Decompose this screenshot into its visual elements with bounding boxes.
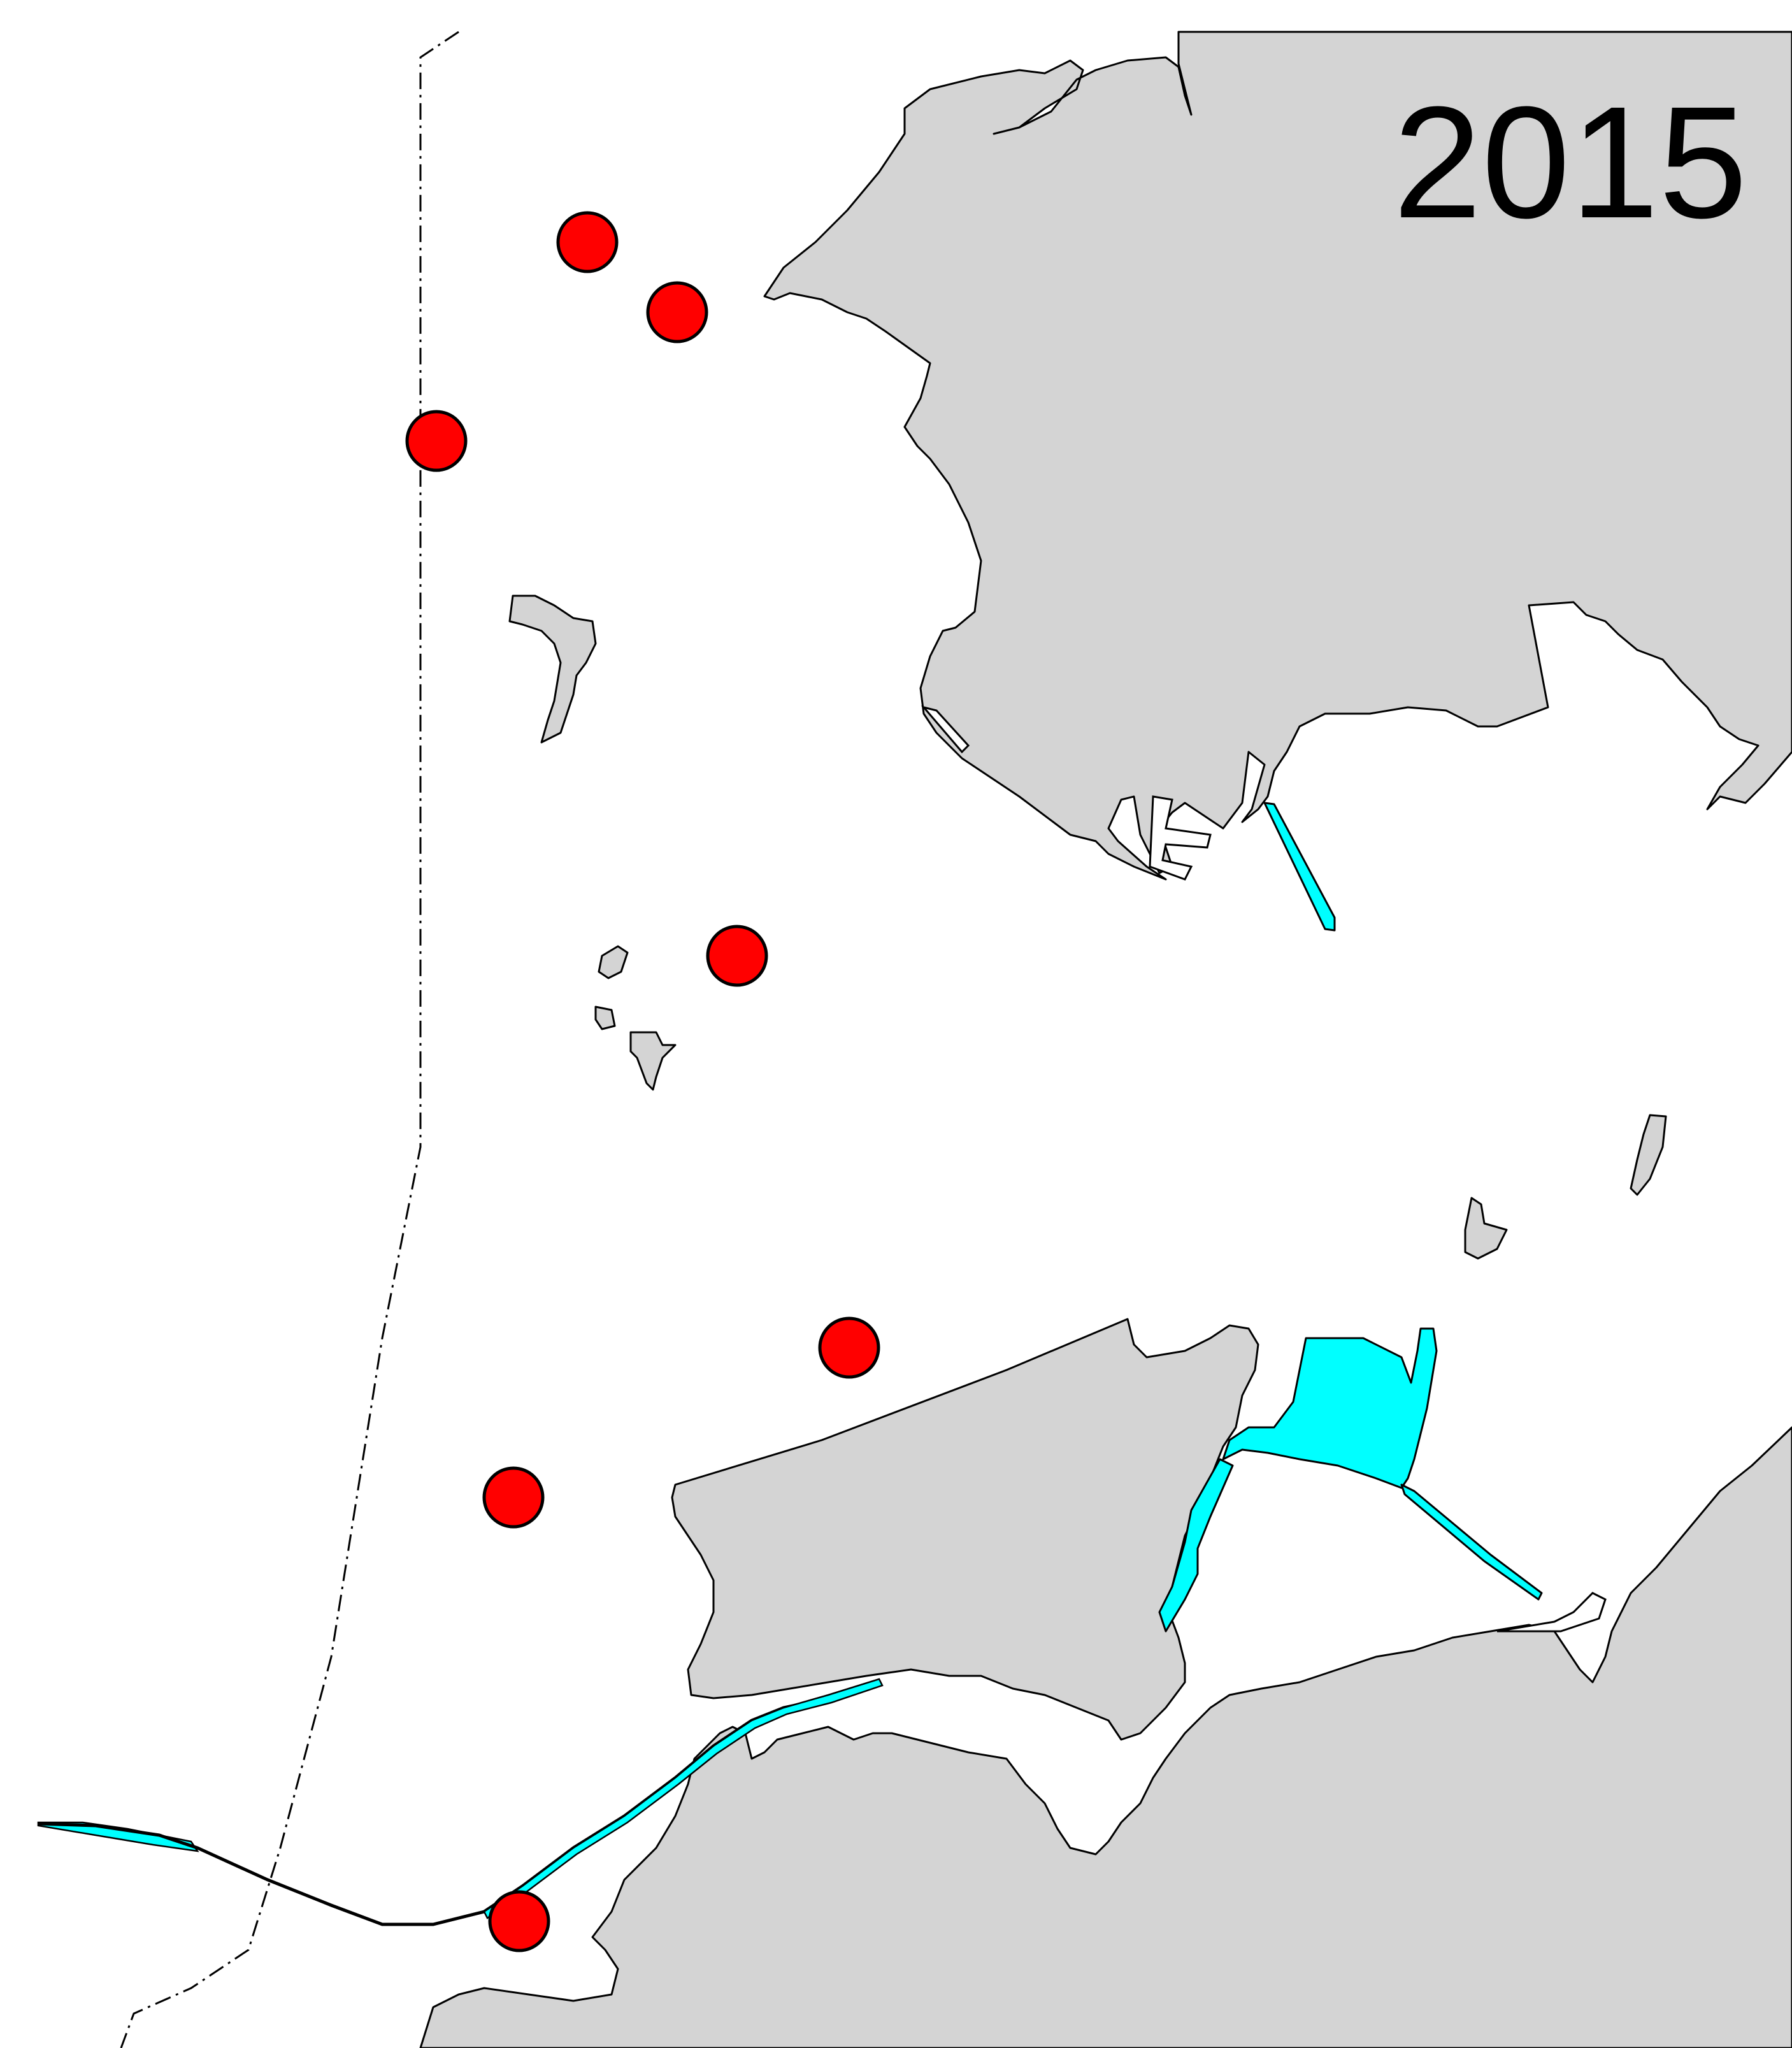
east-islet <box>1464 1197 1508 1260</box>
harbor-basin <box>1222 1327 1438 1489</box>
harbor-breakwater <box>921 705 970 754</box>
small-island <box>598 945 629 979</box>
site-marker[interactable] <box>646 281 708 343</box>
northern-channel <box>1263 802 1336 932</box>
site-marker[interactable] <box>818 1316 880 1379</box>
islet <box>594 1006 616 1030</box>
middle-island <box>629 1031 677 1091</box>
site-marker[interactable] <box>482 1466 545 1529</box>
inland-channel <box>1158 1458 1234 1633</box>
year-label: 2015 <box>1393 73 1747 251</box>
site-marker[interactable] <box>706 925 768 987</box>
sampling-sites <box>405 211 880 1952</box>
southern-peninsula <box>671 1318 1259 1741</box>
northern-landmass <box>763 31 1792 881</box>
site-marker[interactable] <box>405 410 468 472</box>
shipping-channel <box>37 1821 199 1852</box>
harbor-pier <box>1149 795 1212 881</box>
site-marker[interactable] <box>556 211 619 273</box>
northern-island <box>508 595 597 744</box>
harbor-outlet <box>1400 1483 1543 1601</box>
east-islet-long <box>1630 1114 1667 1196</box>
coastal-inlet <box>1496 1592 1607 1633</box>
administrative-boundary <box>120 31 459 2048</box>
shipping-channel-east <box>483 1678 884 1919</box>
site-marker[interactable] <box>488 1890 550 1952</box>
